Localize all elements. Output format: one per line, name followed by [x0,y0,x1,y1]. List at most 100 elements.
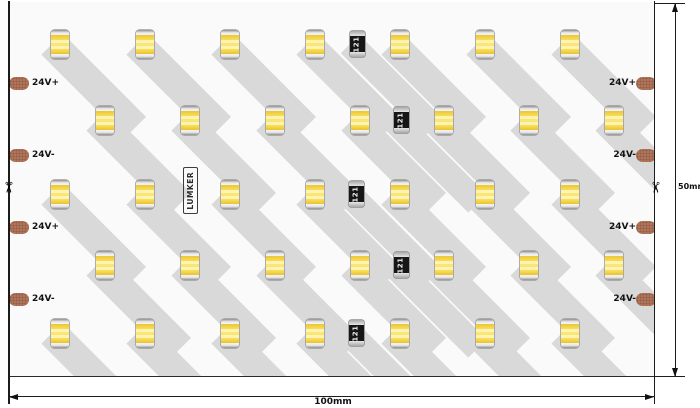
led-emitter [136,323,154,343]
led [351,105,369,135]
led-emitter [351,110,369,130]
resistor-cap [348,341,364,346]
led-cap [476,342,494,348]
led-emitter [476,34,494,54]
led [181,105,199,135]
solder-pad [8,76,29,90]
led [391,29,409,59]
solder-pad [8,220,29,234]
resistor-cap [349,31,365,36]
led-cap [561,29,579,35]
led-cap [351,274,369,280]
resistor-cap [348,202,364,207]
led-cap [51,179,69,185]
led-cap [51,29,69,35]
led-cap [391,203,409,209]
led-cap [351,250,369,256]
led-cap [435,129,453,135]
led-cap [391,53,409,59]
scissors-icon-right: ✂ [646,181,665,194]
led [306,29,324,59]
led-emitter [561,323,579,343]
chip-resistor: 121 [348,181,364,207]
led-cap [221,318,239,324]
led-emitter [435,110,453,130]
led-cap [561,342,579,348]
led-cap [221,203,239,209]
led-cap [136,29,154,35]
led-emitter [221,323,239,343]
led [435,250,453,280]
led [520,250,538,280]
led-cap [435,274,453,280]
led-cap [136,53,154,59]
pad-voltage-label: 24V- [613,150,636,160]
resistor-cap [393,273,409,278]
led-cap [391,318,409,324]
led [136,29,154,59]
resistor-cap [348,181,364,186]
led-emitter [520,255,538,275]
pad-voltage-label: 24V+ [608,78,636,88]
cut-line-right [653,1,655,404]
led [51,29,69,59]
led [96,250,114,280]
led-cap [266,274,284,280]
led-cap [96,105,114,111]
chip-resistor: 121 [393,107,409,133]
led-cap [221,179,239,185]
led-cap [351,105,369,111]
led-emitter [266,255,284,275]
led-cap [391,179,409,185]
led-cap [136,203,154,209]
solder-pad [635,148,654,162]
pad-voltage-label: 24V+ [32,222,60,232]
led-cap [266,250,284,256]
pad-voltage-label: 24V+ [32,78,60,88]
led [306,318,324,348]
led-emitter [136,34,154,54]
led [221,318,239,348]
chip-resistor: 121 [348,320,364,346]
solder-pad [635,76,654,90]
led-cap [96,250,114,256]
led-cap [51,318,69,324]
led-cap [561,318,579,324]
led-emitter [181,110,199,130]
led-cap [476,179,494,185]
led-cap [306,53,324,59]
led-cap [391,342,409,348]
resistor-cap [393,107,409,112]
led-emitter [221,34,239,54]
led-emitter [605,255,623,275]
led-emitter [306,323,324,343]
resistor-cap [393,252,409,257]
led-cap [476,203,494,209]
height-extension-line-top [655,3,685,4]
led-cap [136,342,154,348]
led [391,179,409,209]
led [221,179,239,209]
led-emitter [306,184,324,204]
dimension-arrow-right [645,393,654,400]
led [561,29,579,59]
dimension-arrow-down [672,368,678,377]
led [476,29,494,59]
led-cap [391,29,409,35]
height-dimension-label: 50mm [678,182,700,191]
led [136,179,154,209]
led-cap [561,203,579,209]
led-cap [605,250,623,256]
led-emitter [561,184,579,204]
led-cap [221,53,239,59]
led-cap [266,105,284,111]
resistor-value-label: 121 [351,185,360,203]
led [476,318,494,348]
led [51,179,69,209]
led-cap [520,129,538,135]
led-cap [181,250,199,256]
led-cap [306,29,324,35]
pad-voltage-label: 24V- [613,294,636,304]
led-emitter [391,34,409,54]
